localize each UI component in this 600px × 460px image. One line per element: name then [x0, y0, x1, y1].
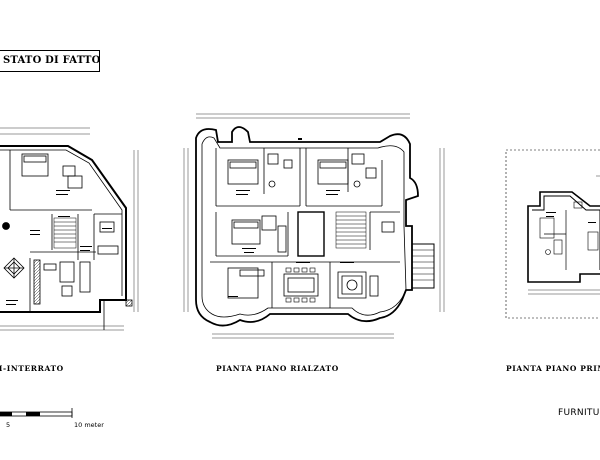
- sheet-title-box: STATO DI FATTO: [0, 50, 100, 72]
- furniture-label: FURNITU: [558, 408, 600, 418]
- scale-label-end: 10 meter: [74, 421, 104, 429]
- plan-rialzato: [183, 113, 445, 339]
- sheet-title: STATO DI FATTO: [3, 55, 101, 66]
- plan-seminterrato: [0, 127, 139, 331]
- plan-primo: [505, 149, 600, 319]
- scale-bar: [0, 408, 73, 418]
- plan-caption-rialzato: PIANTA PIANO RIALZATO: [216, 364, 339, 373]
- scale-label-mid: 5: [6, 421, 11, 429]
- plan-caption-seminterrato: MI-INTERRATO: [0, 364, 64, 373]
- plan-caption-primo: PIANTA PIANO PRIMO: [506, 364, 600, 373]
